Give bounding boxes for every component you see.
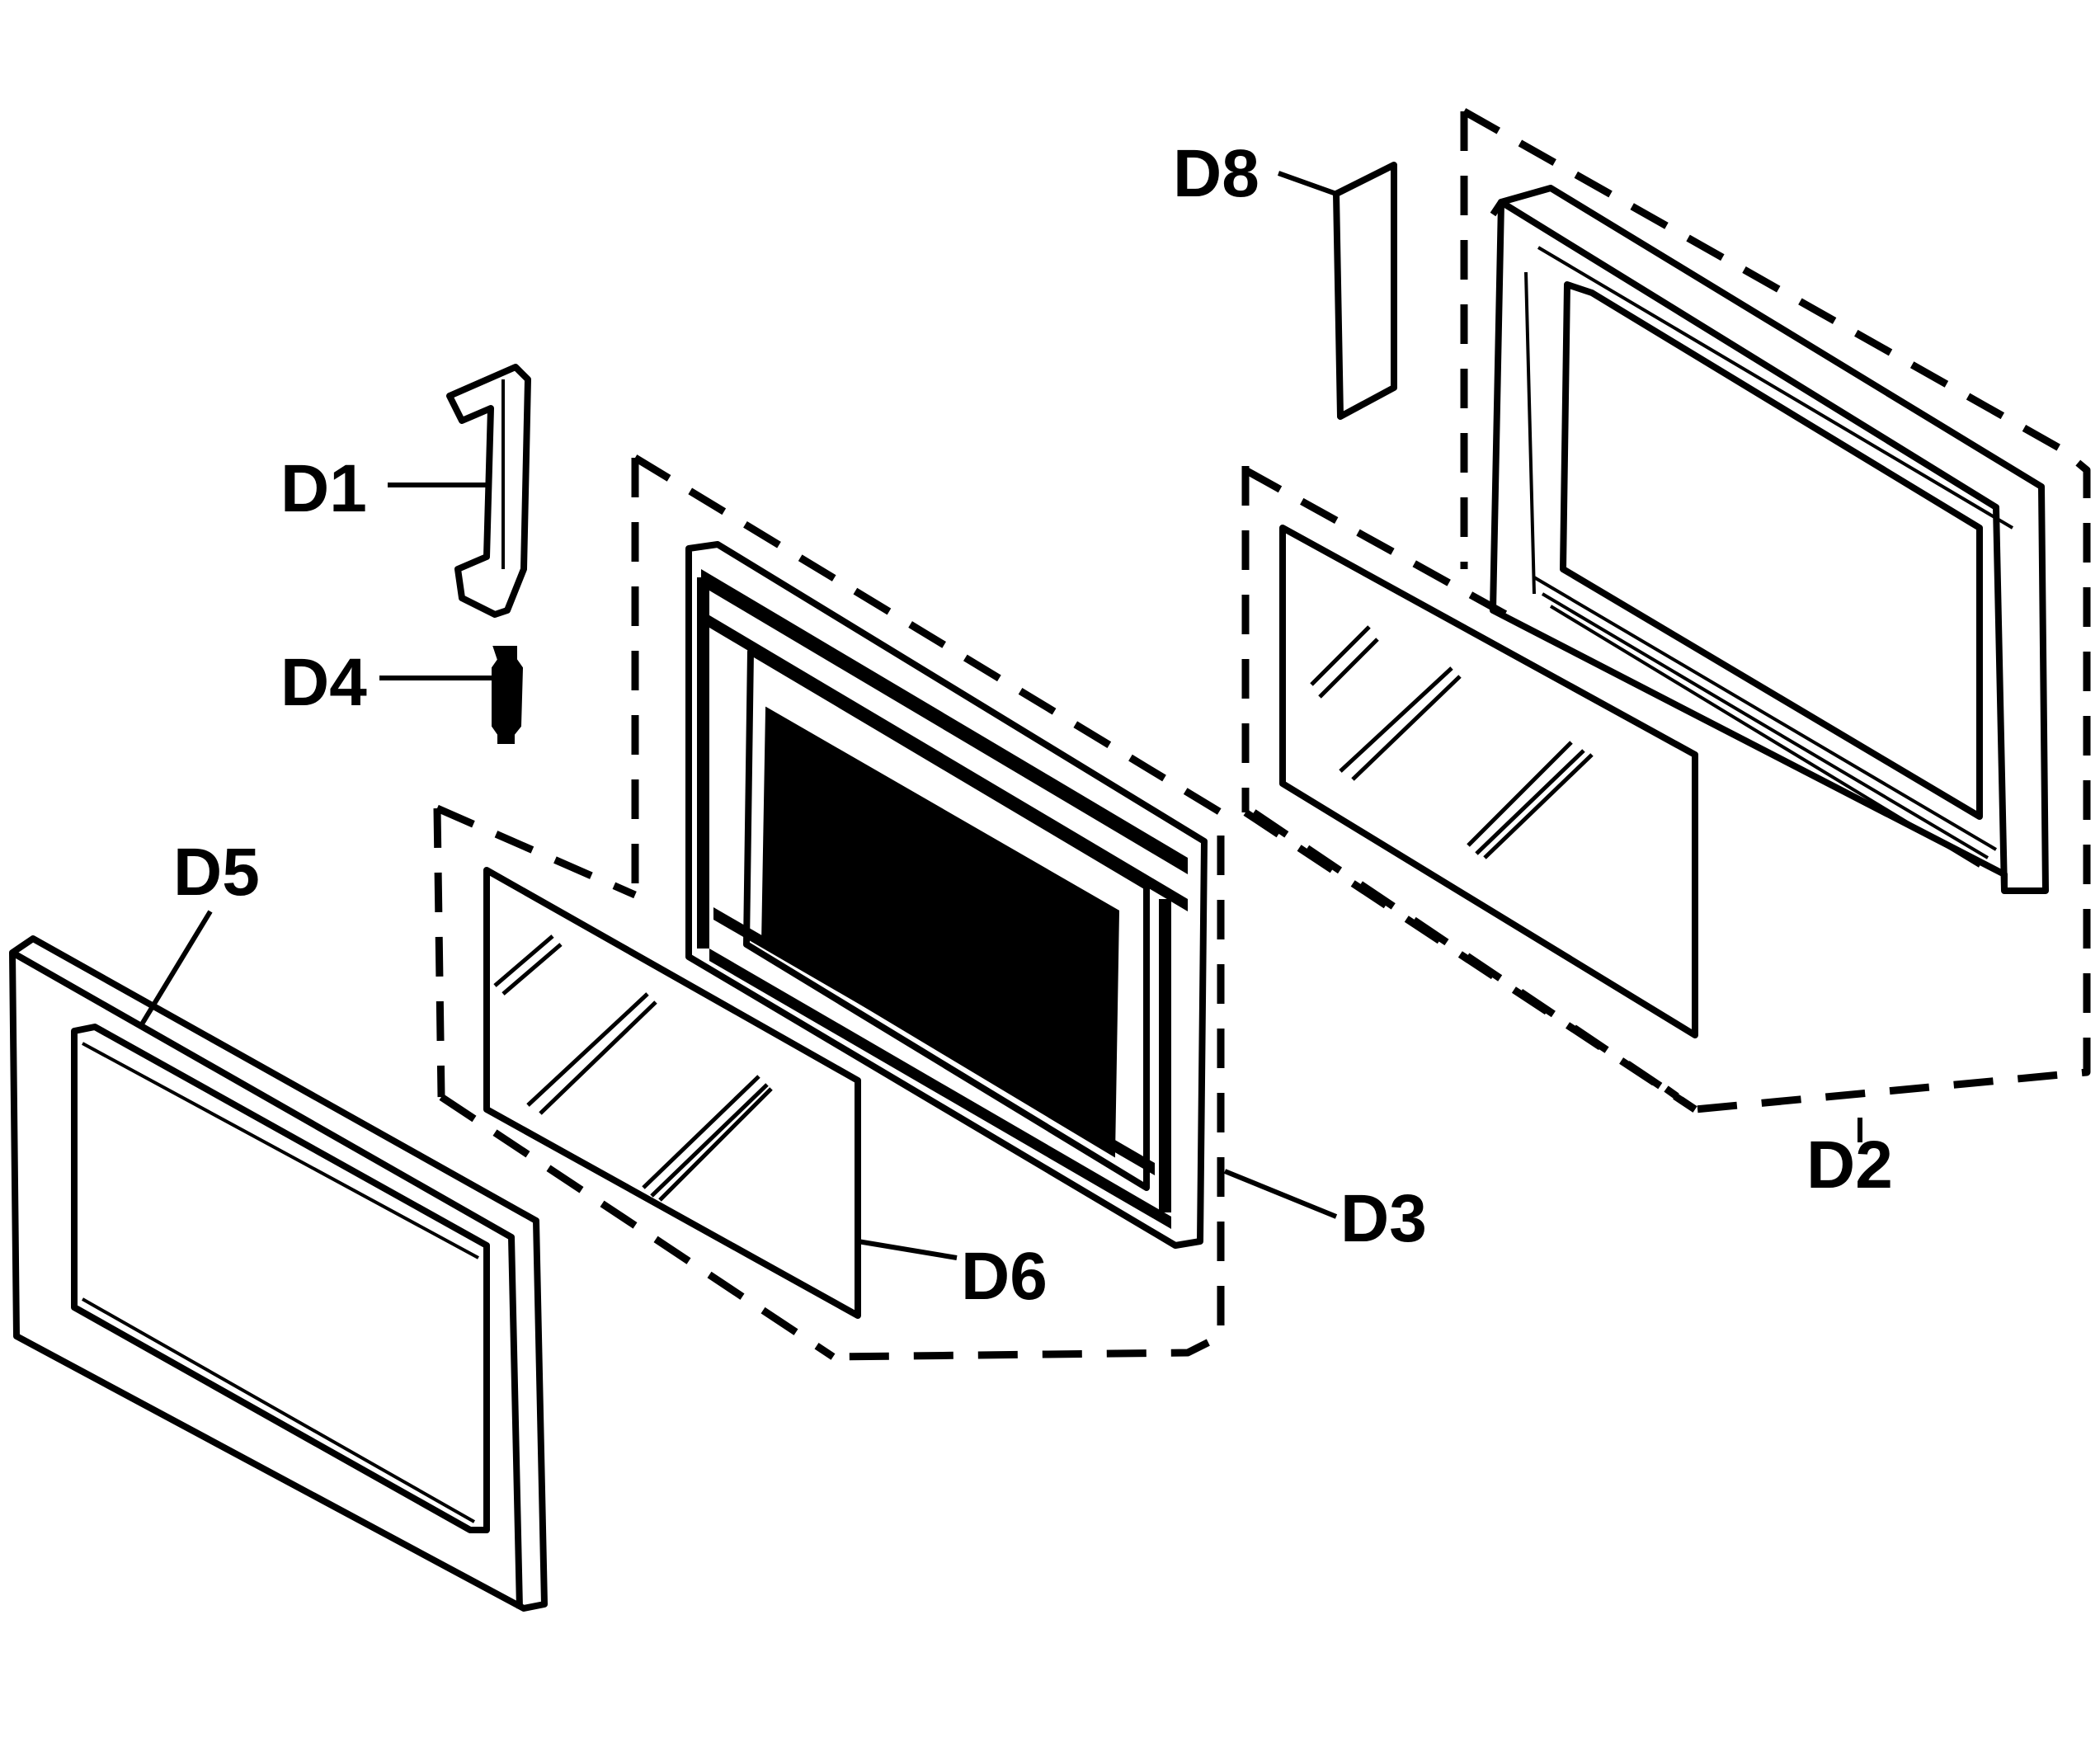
d2-frame-inner xyxy=(1560,281,1983,820)
part-d6-front-glass xyxy=(433,804,861,1360)
part-d3-inner-frame xyxy=(631,454,1225,1361)
leader-lines xyxy=(138,171,1862,1260)
leader-d6 xyxy=(857,1239,958,1260)
d2-frame-ribs xyxy=(1524,271,1989,868)
rear-glass-pane xyxy=(1279,525,1698,1038)
leader-d5 xyxy=(138,910,213,1029)
callout-labels: D8 D1 D4 D5 D6 D3 D2 xyxy=(173,136,1893,1314)
part-d4-latch xyxy=(492,646,524,744)
d6-dashed-bottom xyxy=(439,1094,836,1360)
label-d8: D8 xyxy=(1173,136,1260,211)
part-d5-outer-door xyxy=(9,935,548,1612)
d5-outer xyxy=(9,935,548,1612)
d5-inner-bevel xyxy=(82,1042,479,1523)
label-d3: D3 xyxy=(1340,1181,1427,1256)
d4-shape xyxy=(492,646,524,744)
part-d1-handle xyxy=(446,364,531,618)
d3-perforations xyxy=(697,569,1188,1229)
part-rear-glass xyxy=(1243,467,1698,1113)
d6-pane xyxy=(483,867,861,1319)
d6-dashed-top xyxy=(436,804,637,899)
d8-shape xyxy=(1333,162,1397,420)
d5-face xyxy=(11,949,523,1609)
rear-glass-dashed-bottom xyxy=(1251,809,1697,1113)
d2-frame-outer xyxy=(1490,185,2049,894)
leader-d3 xyxy=(1223,1169,1338,1219)
part-d8-plate xyxy=(1333,162,1397,420)
d5-inner-window xyxy=(71,1024,490,1533)
label-d2: D2 xyxy=(1806,1128,1893,1203)
d2-frame-front-face xyxy=(1490,199,2008,892)
d1-handle-body xyxy=(446,364,531,618)
d2-frame-lip xyxy=(1533,246,2014,851)
d6-reflections xyxy=(493,934,773,1202)
label-d1: D1 xyxy=(280,451,367,526)
d3-frame-outer xyxy=(685,541,1208,1249)
rear-glass-reflections xyxy=(1310,625,1594,859)
d3-dashed-outline xyxy=(633,454,1225,1361)
d3-window-mesh xyxy=(760,706,1120,1158)
d6-dashed-left xyxy=(433,807,445,1098)
label-d6: D6 xyxy=(961,1239,1048,1314)
rear-glass-dashed-top xyxy=(1243,467,1516,622)
leader-d8 xyxy=(1277,171,1338,196)
part-d2-door-frame xyxy=(1241,108,2091,1113)
label-d4: D4 xyxy=(280,645,367,720)
label-d5: D5 xyxy=(173,835,260,910)
